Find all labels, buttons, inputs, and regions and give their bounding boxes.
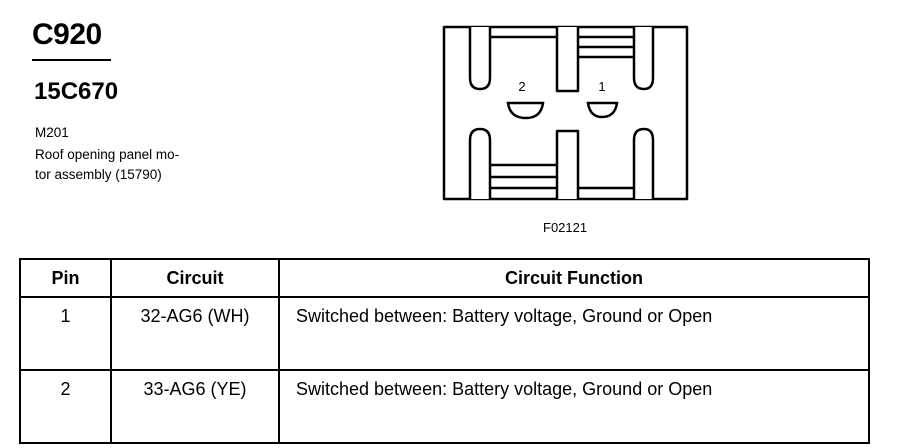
cell-function: Switched between: Battery voltage, Groun…: [278, 369, 870, 444]
latch-tab-top-right: [632, 27, 655, 91]
description-line-2: tor assembly (15790): [35, 167, 162, 182]
pin-label-1: 1: [598, 79, 605, 94]
cell-circuit: 32-AG6 (WH): [110, 296, 280, 371]
component-id: M201: [35, 125, 69, 140]
key-tab-top-center: [555, 27, 580, 93]
description-line-1: Roof opening panel mo-: [35, 147, 180, 162]
component-description: Roof opening panel mo- tor assembly (157…: [35, 145, 225, 185]
pinout-table: Pin Circuit Circuit Function 1 32-AG6 (W…: [19, 258, 870, 444]
title-underline: [32, 59, 111, 61]
connector-id: C920: [32, 18, 102, 51]
table-row: 2 33-AG6 (YE) Switched between: Battery …: [19, 369, 870, 444]
cell-circuit: 33-AG6 (YE): [110, 369, 280, 444]
cell-pin: 2: [19, 369, 112, 444]
part-number: 15C670: [34, 78, 119, 105]
figure-id: F02121: [543, 220, 588, 235]
pin-label-2: 2: [518, 79, 525, 94]
key-tab-bottom-center: [555, 129, 580, 199]
header-pin: Pin: [19, 258, 112, 298]
pin-cavity-2: [506, 101, 545, 120]
table-header-row: Pin Circuit Circuit Function: [19, 258, 870, 298]
latch-tab-top-left: [468, 27, 492, 91]
pin-cavity-1: [586, 101, 619, 119]
table-row: 1 32-AG6 (WH) Switched between: Battery …: [19, 296, 870, 371]
header-circuit: Circuit: [110, 258, 280, 298]
cell-function: Switched between: Battery voltage, Groun…: [278, 296, 870, 371]
header-function: Circuit Function: [278, 258, 870, 298]
latch-tab-bottom-right: [632, 127, 655, 199]
cell-pin: 1: [19, 296, 112, 371]
latch-tab-bottom-left: [468, 127, 492, 199]
